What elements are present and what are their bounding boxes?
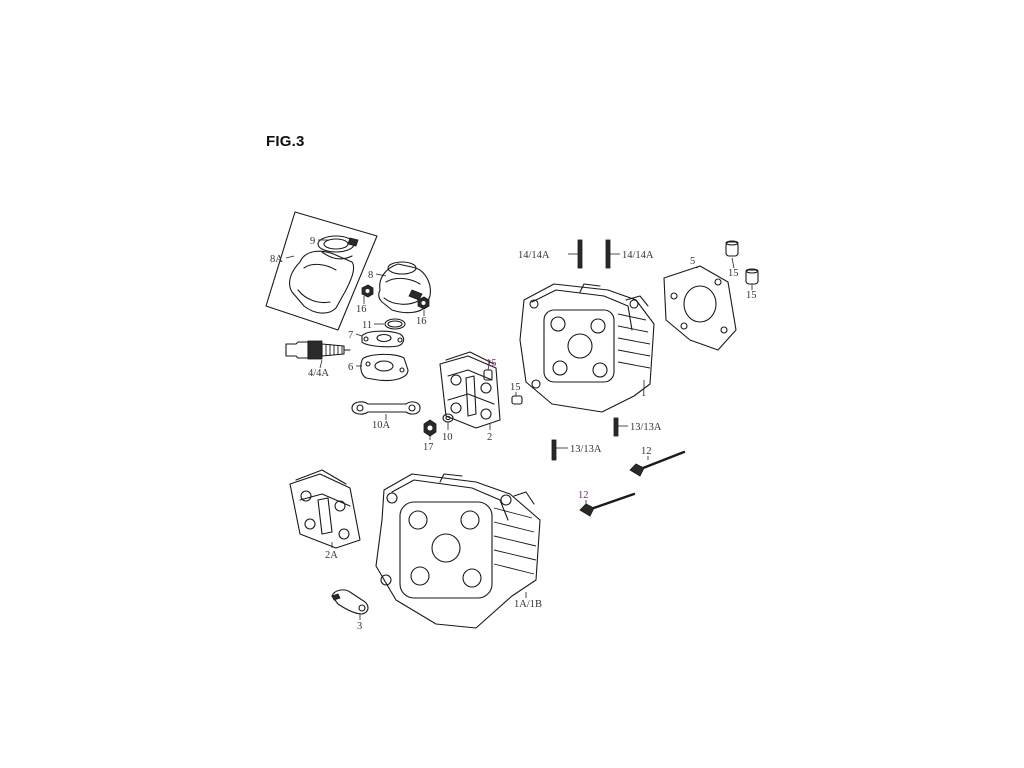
callout-4-4a: 4/4A (308, 368, 329, 379)
dowel-15-lower (511, 395, 523, 405)
intake-manifold-assembly-8a (265, 211, 378, 331)
nut-16-right (417, 296, 430, 310)
dowel-15-top-b (745, 268, 759, 285)
head-gasket-5 (663, 265, 737, 351)
callout-16-left: 16 (356, 304, 367, 315)
callout-8a: 8A (270, 254, 283, 265)
callout-17: 17 (423, 442, 434, 453)
callout-5: 5 (690, 256, 695, 267)
callout-10a: 10A (372, 420, 391, 431)
callout-14-14a-right: 14/14A (622, 250, 654, 261)
stud-13-right (613, 417, 619, 437)
intake-manifold-8 (378, 261, 431, 314)
callout-7: 7 (348, 330, 353, 341)
o-ring-11 (384, 318, 406, 330)
callout-11: 11 (362, 320, 372, 331)
callout-13-13a-right: 13/13A (630, 422, 662, 433)
stud-14-left (577, 239, 583, 269)
callout-15-holder-upper: 15 (486, 358, 497, 369)
nut-16-left (361, 284, 374, 298)
cylinder-head-1a-1b (375, 473, 541, 629)
callout-15-holder-lower: 15 (510, 382, 521, 393)
callout-12-right: 12 (641, 446, 652, 457)
callout-9: 9 (310, 236, 315, 247)
stud-14-right (605, 239, 611, 269)
part-3 (331, 589, 369, 615)
spark-plug-4-4a (285, 340, 351, 360)
nut-17 (423, 419, 437, 437)
bolt-12-right (629, 450, 686, 477)
stud-13-left (551, 439, 557, 461)
callout-3: 3 (357, 621, 362, 632)
callout-labels: 14/14A 14/14A 5 15 15 9 8A 8 16 16 11 7 … (270, 236, 757, 632)
callout-15-top-b: 15 (746, 290, 757, 301)
callout-2a: 2A (325, 550, 338, 561)
rocker-arm-holder-2 (439, 351, 501, 429)
dowel-15-top-a (725, 240, 739, 257)
callout-12-left: 12 (578, 490, 589, 501)
bracket-10a (351, 401, 421, 415)
figure-title: FIG.3 (266, 133, 305, 150)
callout-8: 8 (368, 270, 373, 281)
callout-10: 10 (442, 432, 453, 443)
callout-15-top-a: 15 (728, 268, 739, 279)
cylinder-head-1 (519, 283, 655, 413)
bolt-12-left (579, 492, 636, 517)
leader-lines (285, 239, 753, 620)
rocker-arm-holder-2a (289, 469, 361, 549)
callout-2: 2 (487, 432, 492, 443)
gasket-7 (361, 330, 405, 348)
callout-14-14a-left: 14/14A (518, 250, 550, 261)
insulator-6 (360, 353, 409, 382)
callout-16-right: 16 (416, 316, 427, 327)
callout-13-13a-left: 13/13A (570, 444, 602, 455)
callout-6: 6 (348, 362, 353, 373)
callout-1: 1 (641, 388, 646, 399)
callout-1a-1b: 1A/1B (514, 599, 542, 610)
